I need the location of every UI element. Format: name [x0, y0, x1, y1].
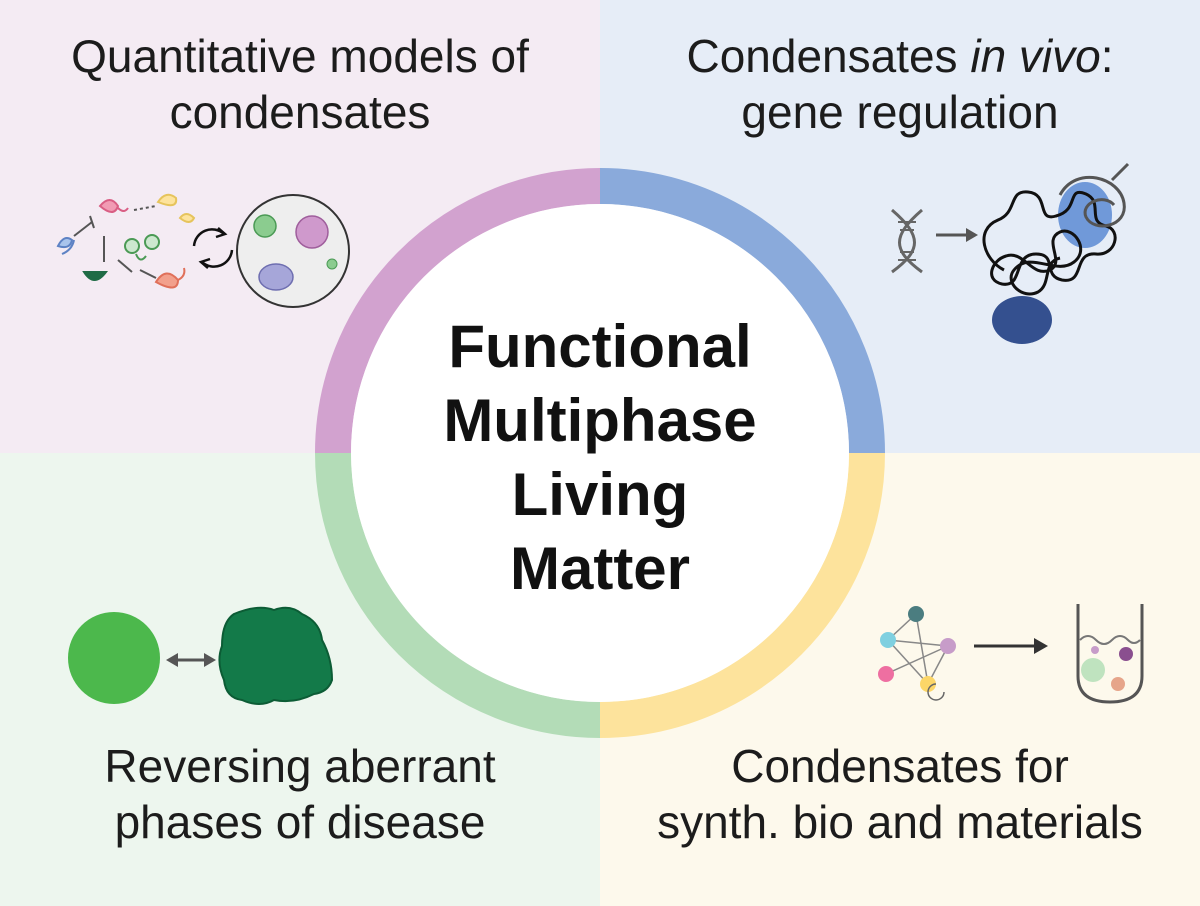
title-gene-regulation: Condensates in vivo: gene regulation	[600, 28, 1200, 140]
title-line: synth. bio and materials	[657, 796, 1143, 848]
molecular-network-icon	[878, 606, 956, 701]
title-disease: Reversing aberrant phases of disease	[0, 738, 600, 850]
network-molecules-icon	[56, 193, 196, 289]
title-suffix: :	[1100, 30, 1114, 82]
center-title-line: Living	[511, 461, 689, 528]
dna-icon	[891, 208, 923, 274]
ring-arc-purple	[315, 168, 601, 454]
ring-arc-blue	[599, 168, 885, 454]
title-line: Reversing aberrant	[104, 740, 496, 792]
title-italic: in vivo	[970, 30, 1101, 82]
center-title-line: Functional	[448, 313, 752, 380]
cycle-arrows-icon	[192, 227, 234, 269]
condensate-droplet-icon	[236, 194, 350, 308]
center-title-line: Multiphase	[443, 387, 757, 454]
central-ring	[315, 168, 885, 738]
center-title: Functional Multiphase Living Matter	[330, 310, 870, 606]
title-line: gene regulation	[741, 86, 1059, 138]
title-line: Condensates in vivo:	[600, 28, 1200, 84]
healthy-droplet-icon	[68, 612, 160, 704]
title-line: phases of disease	[114, 796, 486, 848]
title-synthetic-biology: Condensates for synth. bio and materials	[600, 738, 1200, 850]
title-prefix: Condensates	[686, 30, 971, 82]
ring-arc-green	[315, 452, 601, 738]
arrow-right-icon	[936, 228, 978, 242]
center-title-line: Matter	[509, 535, 691, 602]
test-tube-icon	[1076, 604, 1144, 704]
title-line: condensates	[169, 86, 431, 138]
arrow-right-icon-2	[974, 638, 1048, 654]
title-line: Quantitative models of	[71, 30, 529, 82]
center-disc	[351, 204, 849, 702]
double-arrow-icon	[166, 653, 216, 667]
title-line: Condensates for	[731, 740, 1069, 792]
ring-arc-yellow	[599, 452, 885, 738]
title-quantitative-models: Quantitative models of condensates	[0, 28, 600, 140]
aggregate-icon	[218, 606, 334, 705]
chromatin-condensate-icon	[982, 162, 1130, 344]
